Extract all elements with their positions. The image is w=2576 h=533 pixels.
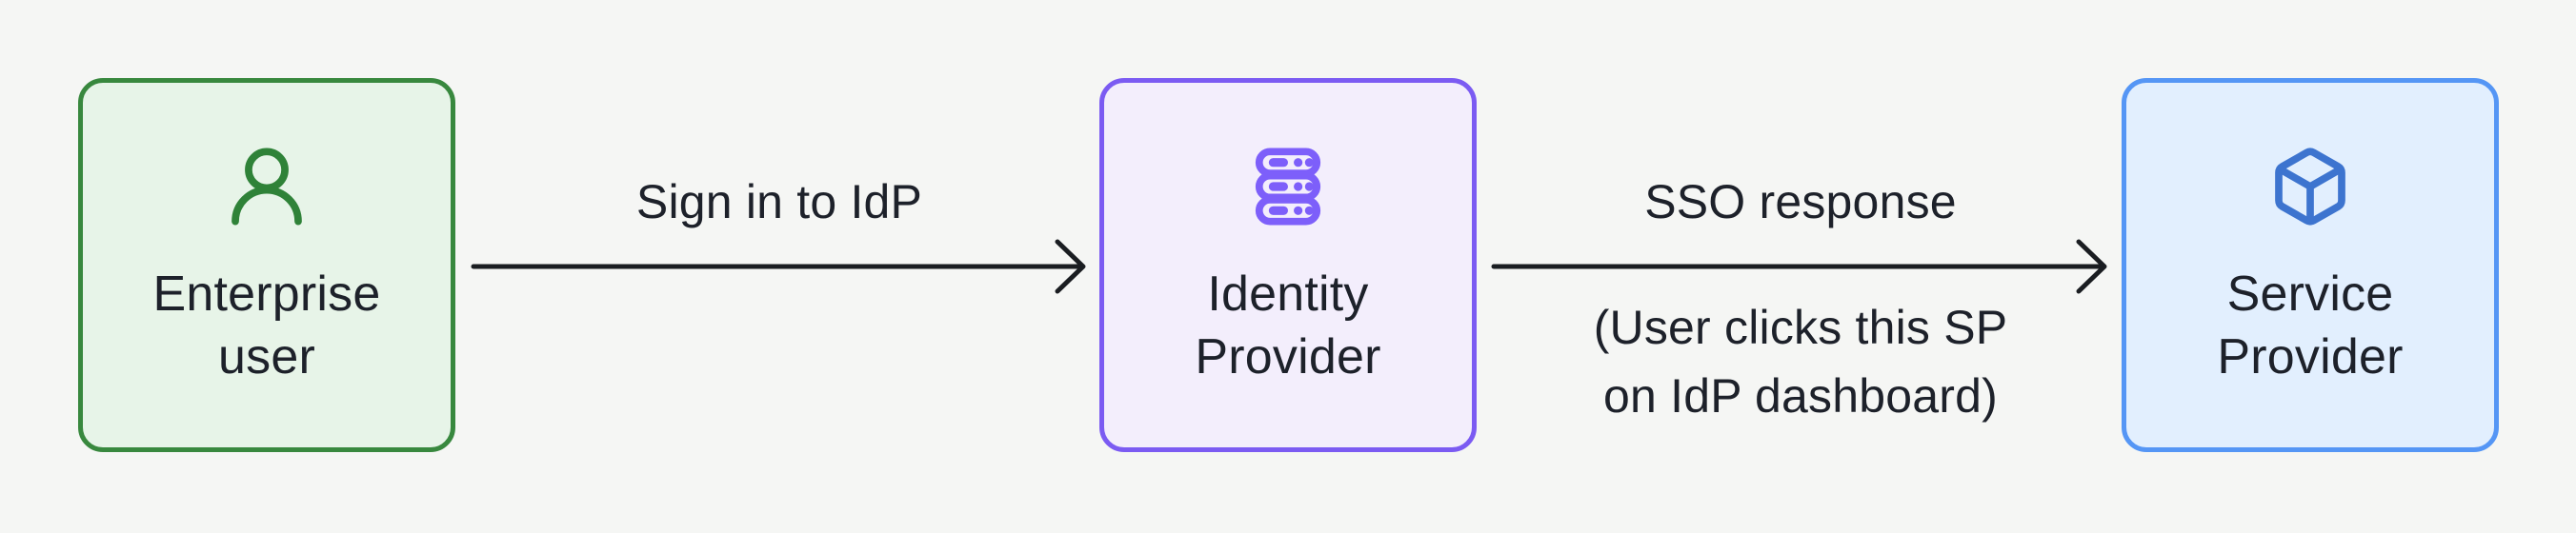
node-enterprise-user: Enterprise user xyxy=(78,78,455,452)
node-label-line: Identity xyxy=(1207,266,1369,322)
arrow-sublabel-line: on IdP dashboard) xyxy=(1603,369,1998,423)
arrow-sso-response xyxy=(1491,239,2107,294)
cube-icon xyxy=(2268,145,2352,228)
arrow-sublabel-sso-response: (User clicks this SP on IdP dashboard) xyxy=(1594,293,2008,430)
node-identity-provider: Identity Provider xyxy=(1099,78,1477,452)
arrow-label-sso-response: SSO response xyxy=(1644,175,1957,228)
arrow-label-sign-in-to-idp: Sign in to IdP xyxy=(635,175,923,228)
arrow-sign-in-to-idp xyxy=(471,239,1086,294)
server-icon xyxy=(1246,145,1330,228)
user-icon xyxy=(225,145,309,228)
node-label-line: Provider xyxy=(1195,329,1381,385)
node-label-line: Provider xyxy=(2217,329,2404,385)
node-label-enterprise-user: Enterprise user xyxy=(153,263,381,388)
node-label-service-provider: Service Provider xyxy=(2217,263,2403,388)
node-label-line: Service xyxy=(2226,266,2394,322)
node-service-provider: Service Provider xyxy=(2122,78,2499,452)
node-label-line: user xyxy=(218,329,315,385)
node-label-identity-provider: Identity Provider xyxy=(1195,263,1380,388)
arrow-sublabel-line: (User clicks this SP xyxy=(1593,301,2008,354)
node-label-line: Enterprise xyxy=(152,266,381,322)
